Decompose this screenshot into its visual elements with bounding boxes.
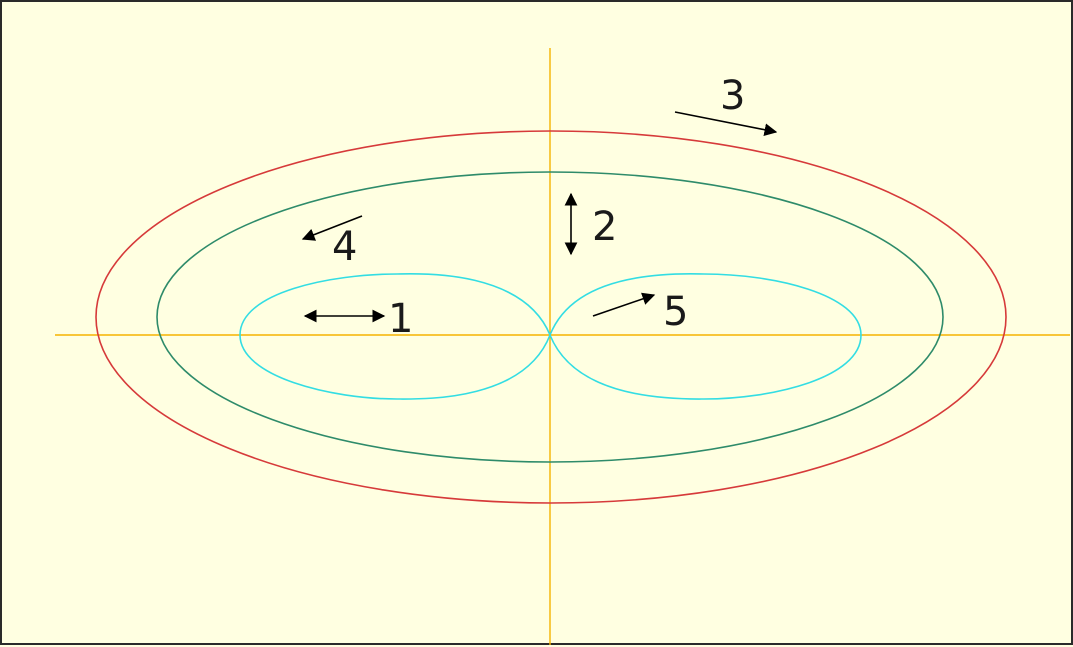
inner-lobe-right bbox=[549, 273, 862, 400]
label-4: 4 bbox=[332, 224, 357, 270]
arrow-5 bbox=[592, 292, 656, 317]
arrow-4 bbox=[301, 215, 363, 241]
label-5: 5 bbox=[663, 289, 688, 335]
label-1: 1 bbox=[388, 296, 413, 342]
label-3: 3 bbox=[720, 73, 745, 119]
label-2: 2 bbox=[592, 204, 617, 250]
outer-ellipse bbox=[95, 130, 1007, 504]
middle-ellipse bbox=[156, 171, 944, 463]
inner-lobe-left bbox=[239, 273, 551, 400]
arrow-3 bbox=[674, 111, 778, 137]
